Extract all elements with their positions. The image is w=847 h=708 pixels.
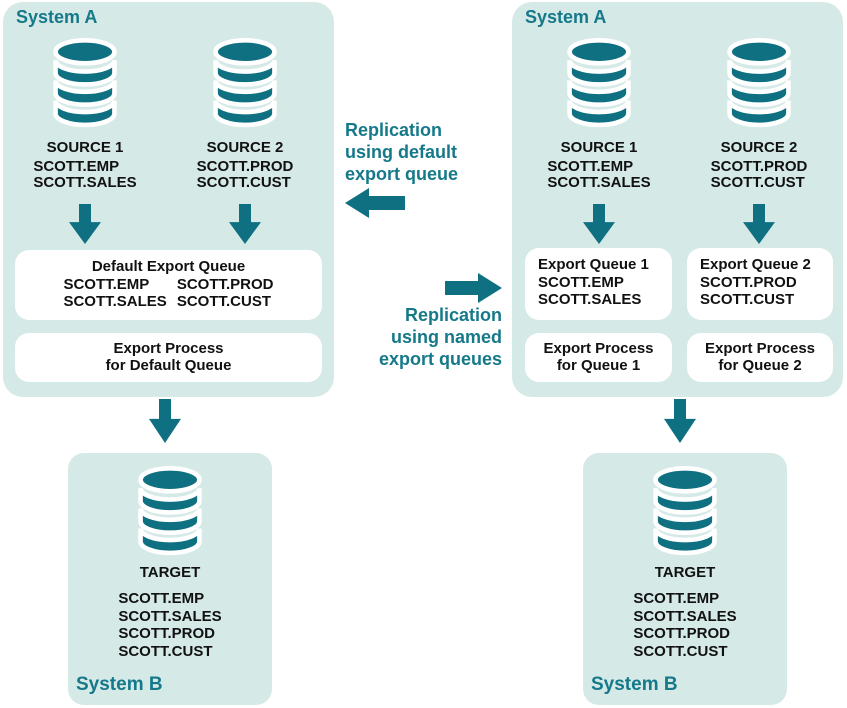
table-name: SCOTT.EMP xyxy=(118,590,205,607)
down-arrow-icon xyxy=(69,204,101,244)
system-b-named-panel: TARGET SCOTT.EMP SCOTT.SALES SCOTT.PROD … xyxy=(583,453,787,705)
export-queue-1-box: Export Queue 1 SCOTT.EMP SCOTT.SALES xyxy=(525,248,672,320)
down-arrow-icon xyxy=(664,399,696,443)
down-arrow-icon xyxy=(229,204,261,244)
database-icon xyxy=(133,466,207,558)
target-label: TARGET xyxy=(654,564,716,581)
replication-default-label: Replication using default export queue xyxy=(345,119,458,185)
queue-box-title: Default Export Queue xyxy=(91,258,246,275)
export-queue-2-box: Export Queue 2 SCOTT.PROD SCOTT.CUST xyxy=(687,248,833,320)
queue-box-title: Export Queue 2 xyxy=(700,256,811,273)
target-label: TARGET xyxy=(139,564,201,581)
table-name: SCOTT.SALES xyxy=(33,174,137,191)
target-tables: SCOTT.EMP SCOTT.SALES SCOTT.PROD SCOTT.C… xyxy=(583,590,787,661)
table-name: SCOTT.EMP xyxy=(633,590,720,607)
annot-line: using default xyxy=(345,142,457,162)
database-icon xyxy=(648,466,722,558)
replication-named-label: Replication using named export queues xyxy=(379,304,502,370)
system-b-title: System B xyxy=(591,674,678,695)
queue-column-1: SCOTT.EMP SCOTT.SALES xyxy=(63,276,167,310)
annot-line: Replication xyxy=(345,120,443,140)
table-name: SCOTT.PROD xyxy=(633,625,730,642)
table-name: SCOTT.SALES xyxy=(538,291,642,308)
source-1-label: SOURCE 1 xyxy=(46,139,124,156)
down-arrow-icon xyxy=(743,204,775,244)
queue-column-2: SCOTT.PROD SCOTT.CUST xyxy=(176,276,274,310)
table-name: SCOTT.CUST xyxy=(633,642,728,660)
process-box-line: Export Process xyxy=(704,340,816,357)
table-name: SCOTT.PROD xyxy=(196,158,294,175)
queue-box-tables: SCOTT.EMP SCOTT.SALES SCOTT.PROD SCOTT.C… xyxy=(15,276,322,310)
source-2-label: SOURCE 2 xyxy=(206,139,284,156)
down-arrow-icon xyxy=(149,399,181,443)
annot-line: using named xyxy=(390,327,502,347)
source-2-tables: SCOTT.PROD SCOTT.CUST xyxy=(197,159,294,191)
table-name: SCOTT.PROD xyxy=(176,276,274,293)
left-arrow-icon xyxy=(345,188,405,218)
process-box-line: for Default Queue xyxy=(105,357,232,374)
system-a-title: System A xyxy=(525,7,607,27)
system-a-title: System A xyxy=(16,7,98,27)
table-name: SCOTT.CUST xyxy=(176,292,271,310)
right-arrow-icon xyxy=(445,273,502,303)
source-2-tables: SCOTT.PROD SCOTT.CUST xyxy=(711,159,808,191)
table-name: SCOTT.PROD xyxy=(700,273,797,291)
process-box-line: for Queue 2 xyxy=(718,357,802,374)
table-name: SCOTT.SALES xyxy=(547,174,651,191)
target-tables: SCOTT.EMP SCOTT.SALES SCOTT.PROD SCOTT.C… xyxy=(68,590,272,661)
table-name: SCOTT.CUST xyxy=(196,174,291,191)
table-name: SCOTT.SALES xyxy=(633,607,737,625)
table-name: SCOTT.PROD xyxy=(710,158,808,175)
source-2-label: SOURCE 2 xyxy=(720,139,798,156)
system-a-named-panel: System A SOURCE 1 SCOTT.EMP SCOTT.SALES … xyxy=(512,2,843,397)
table-name: SCOTT.SALES xyxy=(118,607,222,625)
export-process-queue-2-box: Export Process for Queue 2 xyxy=(687,333,833,382)
annot-line: export queue xyxy=(345,164,459,184)
system-b-default-panel: TARGET SCOTT.EMP SCOTT.SALES SCOTT.PROD … xyxy=(68,453,272,705)
database-icon xyxy=(562,38,636,130)
target-tables-list: SCOTT.EMP SCOTT.SALES SCOTT.PROD SCOTT.C… xyxy=(118,590,221,660)
export-process-default-box: Export Process for Default Queue xyxy=(15,333,322,382)
source-2-group: SOURCE 2 SCOTT.PROD SCOTT.CUST xyxy=(684,38,834,192)
source-1-label: SOURCE 1 xyxy=(560,139,638,156)
table-name: SCOTT.EMP xyxy=(63,276,150,293)
table-name: SCOTT.PROD xyxy=(118,625,215,642)
table-name: SCOTT.CUST xyxy=(118,642,213,660)
queue-box-title: Export Queue 1 xyxy=(538,256,649,273)
system-b-title: System B xyxy=(76,674,163,695)
database-icon xyxy=(48,38,122,130)
database-icon xyxy=(722,38,796,130)
table-name: SCOTT.CUST xyxy=(700,291,795,308)
table-name: SCOTT.EMP xyxy=(547,158,634,175)
annot-line: export queues xyxy=(378,349,502,369)
source-1-tables: SCOTT.EMP SCOTT.SALES xyxy=(33,159,136,191)
process-box-line: Export Process xyxy=(113,340,224,357)
table-name: SCOTT.SALES xyxy=(63,292,167,310)
export-process-queue-1-box: Export Process for Queue 1 xyxy=(525,333,672,382)
source-1-tables: SCOTT.EMP SCOTT.SALES xyxy=(547,159,650,191)
table-name: SCOTT.EMP xyxy=(33,158,120,175)
default-export-queue-box: Default Export Queue SCOTT.EMP SCOTT.SAL… xyxy=(15,250,322,320)
source-1-group: SOURCE 1 SCOTT.EMP SCOTT.SALES xyxy=(524,38,674,192)
down-arrow-icon xyxy=(583,204,615,244)
annot-line: Replication xyxy=(404,305,502,325)
source-1-group: SOURCE 1 SCOTT.EMP SCOTT.SALES xyxy=(10,38,160,192)
target-tables-list: SCOTT.EMP SCOTT.SALES SCOTT.PROD SCOTT.C… xyxy=(633,590,736,660)
process-box-line: Export Process xyxy=(543,340,654,357)
source-2-group: SOURCE 2 SCOTT.PROD SCOTT.CUST xyxy=(170,38,320,192)
table-name: SCOTT.EMP xyxy=(538,273,624,291)
process-box-line: for Queue 1 xyxy=(556,357,641,374)
database-icon xyxy=(208,38,282,130)
table-name: SCOTT.CUST xyxy=(710,174,805,191)
system-a-default-panel: System A SOURCE 1 SCOTT.EMP SCOTT.SALES … xyxy=(3,2,334,397)
